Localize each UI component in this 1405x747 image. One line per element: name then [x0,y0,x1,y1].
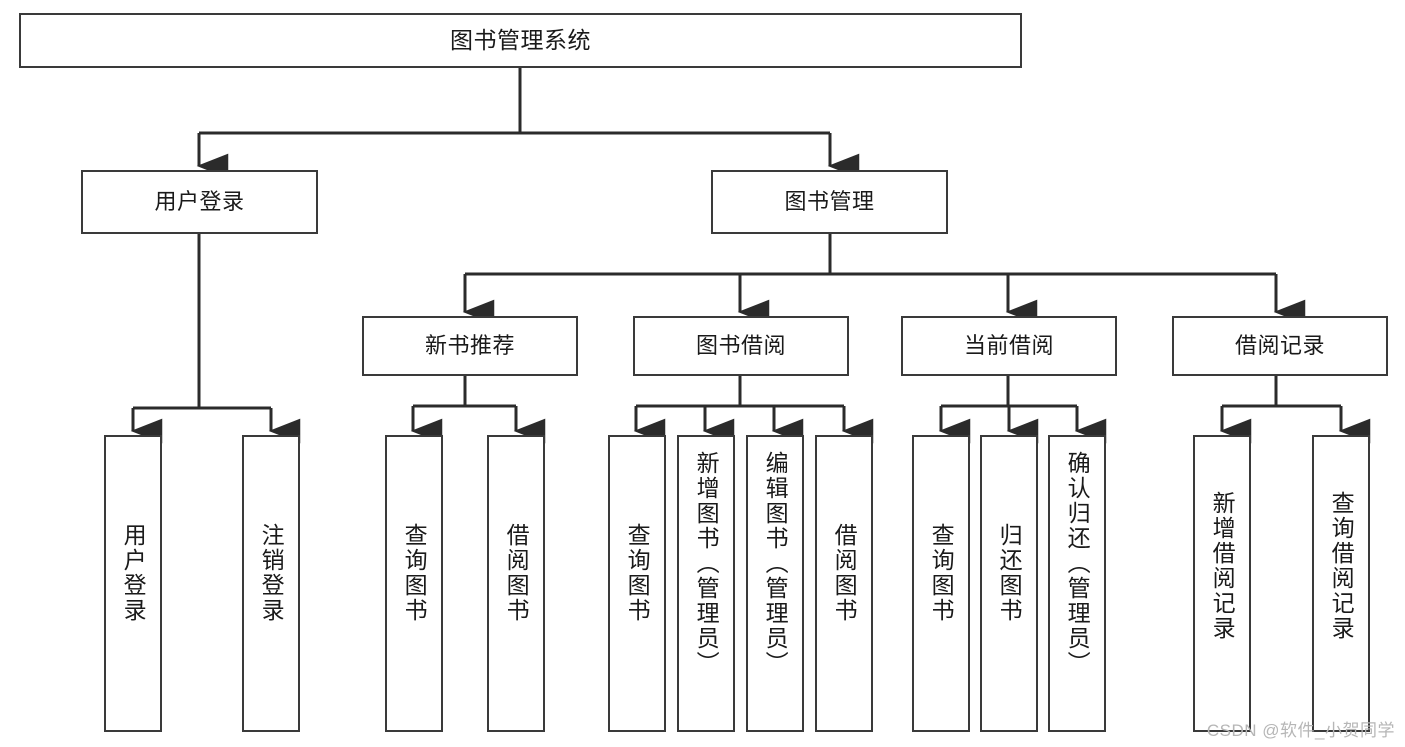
node-leaf-edit-book-label: 编辑图书（管理员） [762,451,789,676]
node-book-borrow[interactable]: 图书借阅 [633,316,849,376]
node-current-borrow-label: 当前借阅 [963,332,1054,358]
node-root[interactable]: 图书管理系统 [19,13,1022,68]
node-leaf-add-book[interactable]: 新增图书（管理员） [677,435,735,732]
node-leaf-user-logout[interactable]: 注销登录 [242,435,300,732]
node-user-login[interactable]: 用户登录 [81,170,318,234]
node-leaf-user-login-label: 用户登录 [120,523,147,623]
node-leaf-edit-book[interactable]: 编辑图书（管理员） [746,435,804,732]
node-leaf-user-logout-label: 注销登录 [258,523,285,623]
node-book-manage[interactable]: 图书管理 [711,170,948,234]
node-book-borrow-label: 图书借阅 [695,332,786,358]
node-leaf-query-book-1-label: 查询图书 [401,523,428,623]
node-leaf-borrow-book-2-label: 借阅图书 [831,523,858,623]
node-leaf-query-book-3-label: 查询图书 [928,523,955,623]
node-leaf-query-book-3[interactable]: 查询图书 [912,435,970,732]
node-leaf-user-login[interactable]: 用户登录 [104,435,162,732]
node-leaf-borrow-book-2[interactable]: 借阅图书 [815,435,873,732]
node-leaf-return-book-label: 归还图书 [996,523,1023,623]
node-user-login-label: 用户登录 [154,188,245,214]
node-leaf-add-record-label: 新增借阅记录 [1209,491,1236,641]
node-root-label: 图书管理系统 [450,26,591,53]
node-leaf-query-book-2-label: 查询图书 [624,523,651,623]
node-leaf-query-book-2[interactable]: 查询图书 [608,435,666,732]
node-new-book-rec[interactable]: 新书推荐 [362,316,578,376]
node-leaf-query-record[interactable]: 查询借阅记录 [1312,435,1370,732]
node-leaf-confirm-return-label: 确认归还（管理员） [1064,451,1091,676]
edge-group-root [196,68,860,179]
node-leaf-add-book-label: 新增图书（管理员） [693,451,720,676]
edge-group-book-manage [462,234,1306,325]
node-borrow-record-label: 借阅记录 [1234,332,1325,358]
node-leaf-confirm-return[interactable]: 确认归还（管理员） [1048,435,1106,732]
edge-group-user-login [130,234,301,444]
node-leaf-borrow-book-1[interactable]: 借阅图书 [487,435,545,732]
node-leaf-borrow-book-1-label: 借阅图书 [503,523,530,623]
node-leaf-add-record[interactable]: 新增借阅记录 [1193,435,1251,732]
node-leaf-return-book[interactable]: 归还图书 [980,435,1038,732]
node-new-book-rec-label: 新书推荐 [424,332,515,358]
edge-group-current-borrow [938,376,1107,444]
watermark-text: CSDN @软件_小贺同学 [1206,721,1395,740]
node-leaf-query-book-1[interactable]: 查询图书 [385,435,443,732]
node-borrow-record[interactable]: 借阅记录 [1172,316,1388,376]
node-current-borrow[interactable]: 当前借阅 [901,316,1117,376]
edge-group-book-borrow [633,376,874,444]
edge-group-borrow-record [1219,376,1371,444]
edge-group-new-book-rec [410,376,546,444]
node-leaf-query-record-label: 查询借阅记录 [1328,491,1355,641]
node-book-manage-label: 图书管理 [784,188,875,214]
